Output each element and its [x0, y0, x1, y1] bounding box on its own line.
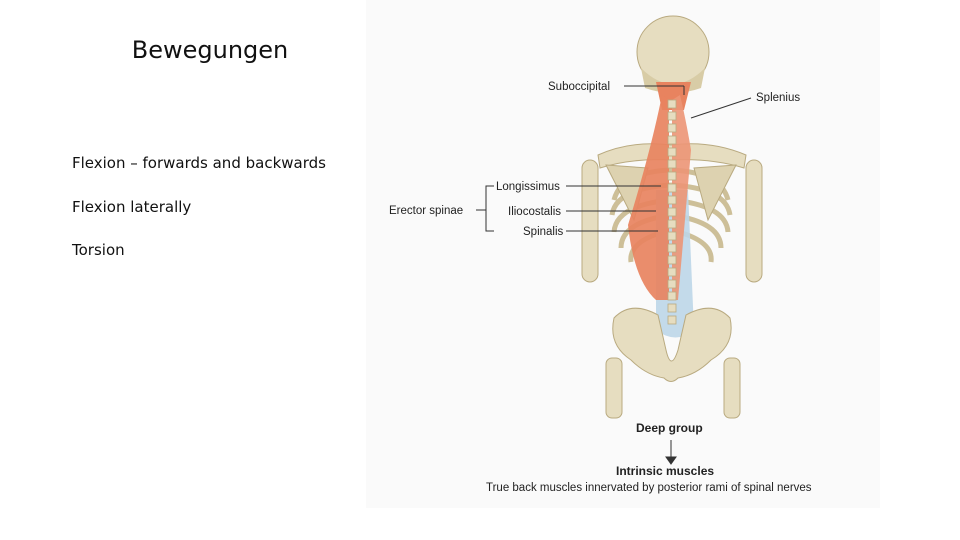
- bullet-item: Flexion laterally: [72, 197, 192, 216]
- anatomy-figure: Suboccipital Splenius Longissimus Erecto…: [366, 0, 880, 508]
- label-spinalis: Spinalis: [523, 226, 564, 238]
- right-scapula: [693, 164, 737, 222]
- label-suboccipital: Suboccipital: [548, 81, 610, 93]
- back-muscles-illustration: Suboccipital Splenius Longissimus Erecto…: [389, 15, 812, 494]
- erector-spinae-left: [628, 95, 669, 300]
- label-longissimus: Longissimus: [496, 181, 560, 193]
- right-humerus: [745, 159, 763, 283]
- left-femur: [605, 357, 623, 419]
- figure-caption: True back muscles innervated by posterio…: [486, 482, 812, 494]
- label-erector-spinae: Erector spinae: [389, 205, 463, 217]
- spinal-column: [667, 99, 677, 325]
- leader-lines: [476, 85, 752, 465]
- label-intrinsic-muscles: Intrinsic muscles: [616, 464, 714, 478]
- right-femur: [723, 357, 741, 419]
- pelvis: [612, 307, 732, 382]
- label-splenius: Splenius: [756, 92, 800, 104]
- bullet-list: Flexion – forwards and backwards Flexion…: [72, 154, 326, 285]
- erector-spinae-right: [672, 95, 691, 300]
- bullet-item: Flexion – forwards and backwards: [72, 154, 326, 172]
- label-iliocostalis: Iliocostalis: [508, 206, 561, 218]
- slide-title: Bewegungen: [131, 36, 289, 64]
- bullet-item: Torsion: [72, 241, 125, 259]
- left-humerus: [581, 159, 599, 283]
- label-deep-group: Deep group: [636, 421, 703, 435]
